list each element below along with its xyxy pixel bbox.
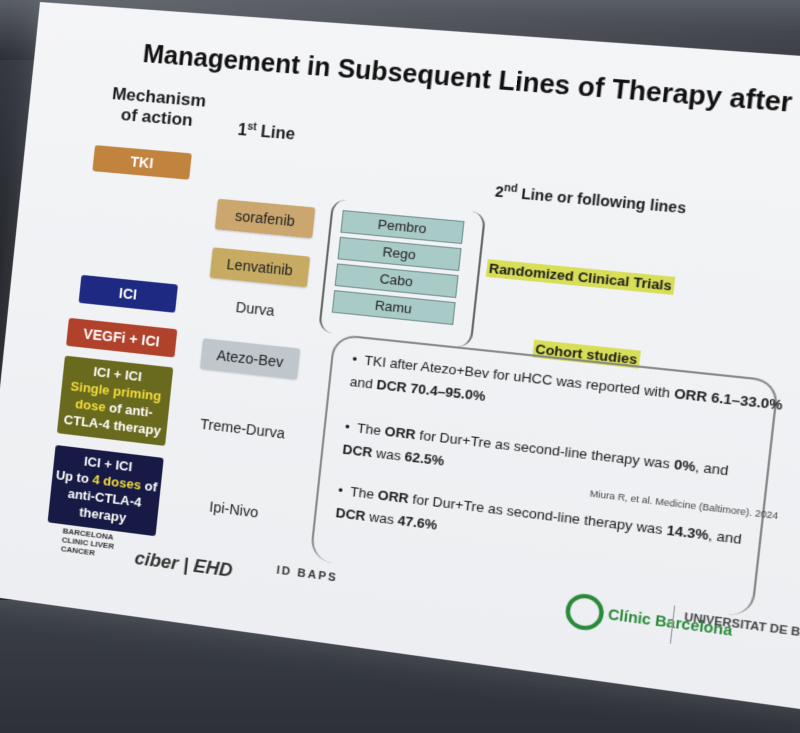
moa-ici-single-priming: ICI + ICI Single priming dose of anti- C… — [57, 356, 173, 446]
drug-lenvatinib: Lenvatinib — [210, 247, 311, 287]
drug-ipi-nivo: Ipi-Nivo — [185, 495, 283, 523]
drug-durva: Durva — [206, 296, 305, 322]
drug-treme-durva: Treme-Durva — [193, 415, 292, 442]
clinic-leaf-icon — [564, 592, 606, 633]
logo-ciber: ciber | EHD — [134, 548, 234, 582]
logo-bclc: BARCELONA CLINIC LIVER CANCER — [60, 526, 123, 561]
header-first-line: 1st Line — [237, 121, 296, 145]
drug-sorafenib: sorafenib — [215, 199, 316, 239]
moa-tki: TKI — [92, 145, 192, 180]
drug-atezo-bev: Atezo-Bev — [200, 338, 300, 379]
tag-randomized-trials: Randomized Clinical Trials — [486, 259, 675, 295]
moa-ici-four-doses: ICI + ICI Up to 4 doses of anti-CTLA-4 t… — [48, 445, 164, 536]
moa-vegfi-ici: VEGFi + ICI — [66, 318, 177, 358]
logo-idibaps: ID BAPS — [276, 564, 339, 584]
slide: Management in Subsequent Lines of Therap… — [0, 2, 800, 720]
moa-ici: ICI — [79, 275, 178, 313]
header-second-line: 2nd Line or following lines — [494, 182, 687, 216]
header-mechanism: Mechanism of action — [105, 84, 210, 133]
